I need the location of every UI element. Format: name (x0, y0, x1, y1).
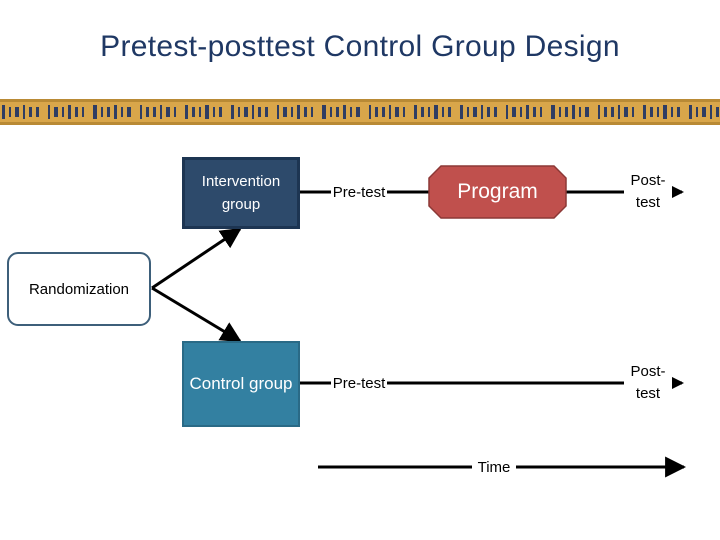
program-box (428, 165, 567, 219)
time-label: Time (471, 458, 517, 476)
arrow-to-intervention (151, 227, 242, 290)
control-group-box: Control group (182, 341, 300, 427)
pre-test-top: Pre-test (318, 181, 400, 203)
post-test-top-label: Post-test (624, 170, 672, 214)
intervention-group-label: Intervention group (201, 173, 281, 213)
decorative-band (0, 99, 720, 125)
time-label-wrap: Time (454, 456, 534, 478)
program-label-wrap: Program (429, 166, 566, 218)
pre-test-bottom-label: Pre-test (330, 374, 388, 392)
program-label: Program (457, 180, 538, 203)
intervention-group-box: Intervention group (182, 157, 300, 229)
control-group-label: Control group (189, 374, 293, 393)
randomization-label: Randomization (28, 280, 130, 298)
pre-test-bottom: Pre-test (318, 372, 400, 394)
slide-title: Pretest-posttest Control Group Design (100, 30, 620, 63)
arrow-to-control (151, 286, 242, 343)
post-test-bottom: Post-test (608, 359, 688, 407)
pre-test-top-label: Pre-test (330, 183, 388, 201)
post-test-top: Post-test (608, 168, 688, 216)
randomization-box: Randomization (7, 252, 151, 326)
post-test-bottom-label: Post-test (624, 361, 672, 405)
